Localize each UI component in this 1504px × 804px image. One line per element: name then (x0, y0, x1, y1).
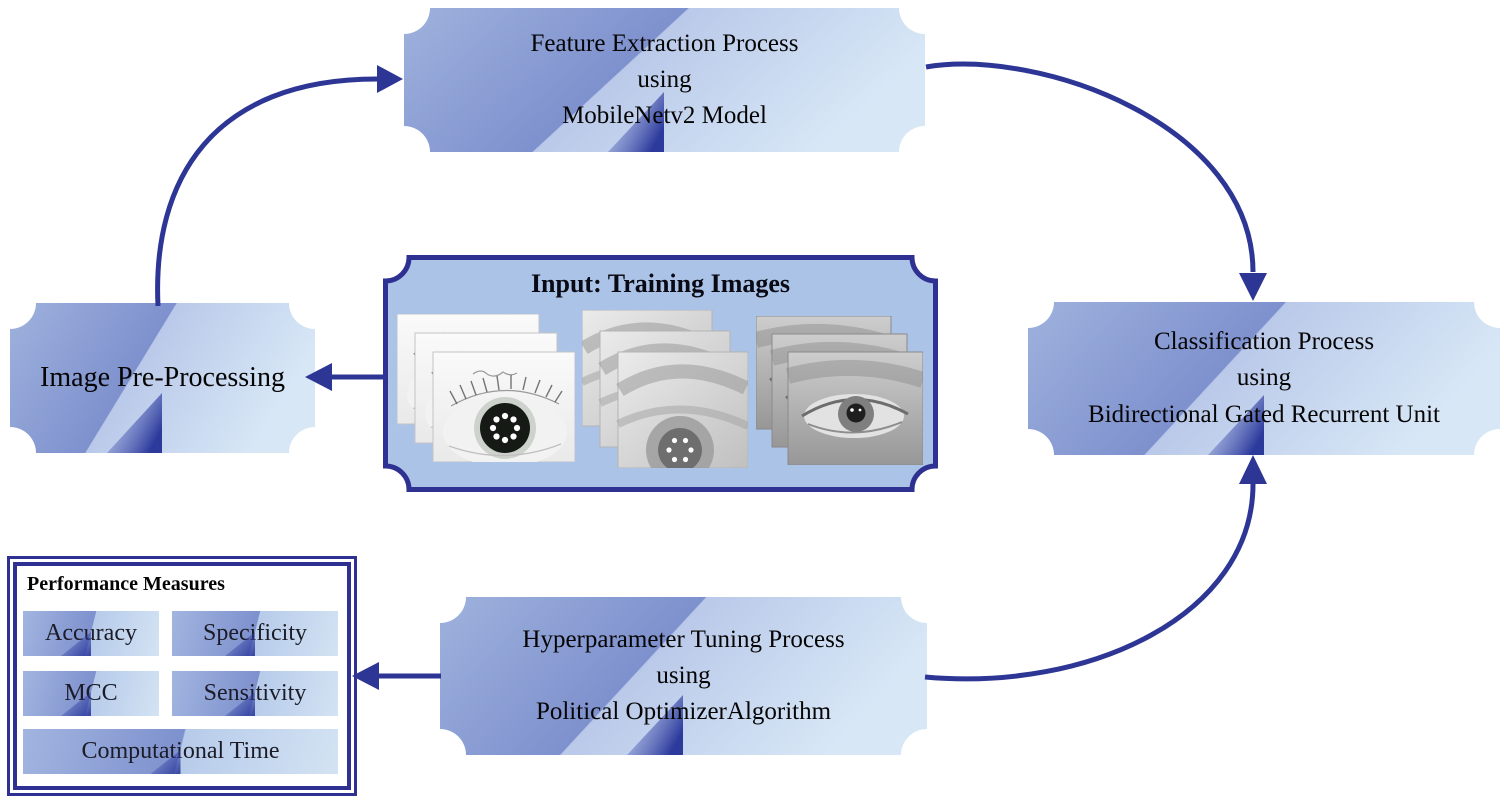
image-preprocessing-box: Image Pre-Processing (10, 303, 315, 453)
classification-line3: Bidirectional Gated Recurrent Unit (1088, 400, 1440, 428)
plaque-shape (404, 8, 925, 152)
iris-scan-image (396, 313, 576, 468)
iris-scan-image-stack (396, 313, 576, 468)
measure-chip-specificity: Specificity (172, 611, 338, 656)
plaque-shape (1028, 302, 1500, 455)
eye-region-image-stack (756, 316, 923, 470)
eye-closeup-image (582, 310, 748, 468)
measure-chip-accuracy: Accuracy (23, 611, 159, 656)
performance-measures-title: Performance Measures (27, 573, 225, 595)
input-box-title: Input: Training Images (530, 269, 791, 298)
measure-chip-computational-time: Computational Time (23, 729, 338, 774)
plaque-shape (10, 303, 315, 453)
hyperparameter-line2: using (656, 661, 711, 689)
arrow-hyperparameter-to-classification (924, 483, 1256, 682)
arrow-preprocessing-to-feature (155, 76, 378, 307)
feature-extraction-line2: using (637, 65, 692, 93)
classification-box: Classification Process using Bidirection… (1028, 302, 1500, 455)
hyperparameter-line1: Hyperparameter Tuning Process (522, 625, 845, 653)
image-preprocessing-label: Image Pre-Processing (40, 361, 285, 393)
measure-chip-sensitivity: Sensitivity (172, 671, 338, 716)
classification-line2: using (1236, 364, 1292, 392)
measure-chip-mcc: MCC (23, 671, 159, 716)
arrowhead-into-feature (377, 65, 403, 93)
arrow-feature-to-classification (925, 61, 1256, 273)
arrowhead-into-classification-bottom (1239, 455, 1267, 484)
performance-measures-box: Performance Measures Accuracy Specificit… (7, 556, 357, 796)
hyperparameter-tuning-box: Hyperparameter Tuning Process using Poli… (440, 597, 927, 755)
eye-closeup-image-stack (582, 310, 748, 473)
feature-extraction-line3: MobileNetv2 Model (562, 102, 767, 130)
plaque-shape (440, 597, 927, 755)
classification-line1: Classification Process (1153, 328, 1375, 356)
feature-extraction-line1: Feature Extraction Process (530, 29, 799, 57)
eye-region-image (756, 316, 923, 465)
feature-extraction-box: Feature Extraction Process using MobileN… (404, 8, 925, 152)
arrowhead-into-classification-top (1239, 273, 1267, 301)
hyperparameter-line3: Political OptimizerAlgorithm (535, 698, 832, 726)
